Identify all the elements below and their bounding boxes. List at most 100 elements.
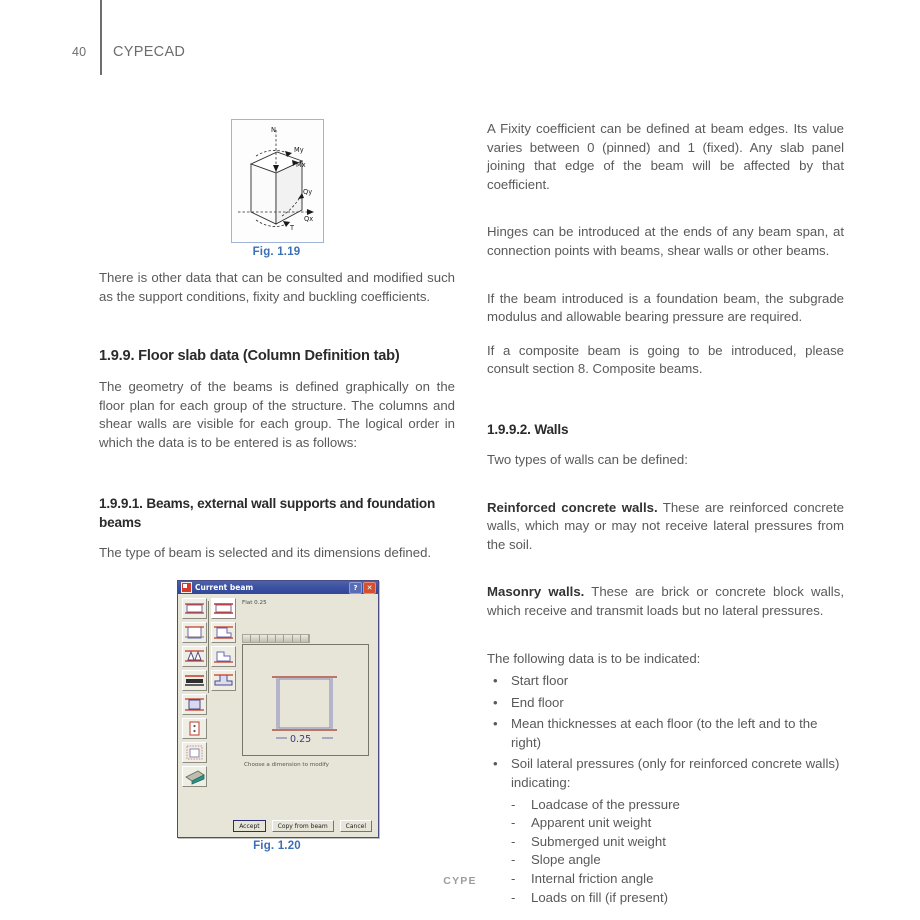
beam-section-drawing[interactable]: 0.25 xyxy=(242,644,369,756)
left-paragraph-1: There is other data that can be consulte… xyxy=(99,270,455,304)
list-item-label: End floor xyxy=(511,694,564,710)
dash-marker: - xyxy=(511,852,516,868)
beam-type-steel-button[interactable] xyxy=(182,670,207,691)
dash-marker: - xyxy=(511,871,516,887)
list-item-label: Submerged unit weight xyxy=(531,833,666,849)
footer-brand: CYPE xyxy=(443,875,477,887)
beam-type-inverted-t-button[interactable] xyxy=(211,670,236,691)
header-divider xyxy=(100,0,102,75)
figure-1-19-caption: Fig. 1.19 xyxy=(252,246,301,258)
beam-type-triangular-button[interactable] xyxy=(182,646,207,667)
label-Mx: Mx xyxy=(296,161,306,169)
page-number: 40 xyxy=(72,45,87,59)
list-item: • Start floor xyxy=(487,672,844,691)
beam-type-label: Flat 0.25 xyxy=(242,600,267,606)
rc-walls-text: These are reinforced concrete walls, whi… xyxy=(487,499,844,552)
palette-column-left xyxy=(182,598,207,790)
cancel-button[interactable]: Cancel xyxy=(339,820,372,832)
list-item-label: Slope angle xyxy=(531,852,601,868)
copy-from-beam-button[interactable]: Copy from beam xyxy=(271,820,334,832)
dialog-title: Current beam xyxy=(195,583,254,592)
toolbar-icon-6[interactable] xyxy=(284,635,293,642)
list-item: -Slope angle xyxy=(487,851,844,870)
wall-data-bullet-list: • Start floor • End floor • Mean thicknesse… xyxy=(487,672,844,793)
beam-type-l-shape-button[interactable] xyxy=(211,622,236,643)
masonry-walls-text: These are brick or concrete block walls,… xyxy=(487,584,844,618)
figure-1-20-caption: Fig. 1.20 xyxy=(253,840,301,852)
page-header: 40 CYPECAD xyxy=(0,0,920,95)
list-item: -Loadcase of the pressure xyxy=(487,796,844,815)
dialog-body: Flat 0.25 xyxy=(178,594,378,836)
force-diagram: N My Mx Qy Qx T xyxy=(238,126,314,232)
list-item: • Soil lateral pressures (only for reinfo… xyxy=(487,755,844,792)
help-button[interactable]: ? xyxy=(349,581,362,594)
list-item-label: Start floor xyxy=(511,673,569,689)
list-item-label: Mean thicknesses at each floor (to the l… xyxy=(511,716,818,750)
bullet-marker: • xyxy=(493,673,498,689)
list-item: -Loads on fill (if present) xyxy=(487,889,844,908)
beam-type-dropped-button[interactable] xyxy=(182,622,207,643)
bullet-marker: • xyxy=(493,716,498,732)
list-item-label: Soil lateral pressures (only for reinfor… xyxy=(511,756,840,791)
right-paragraph-6: The following data is to be indicated: xyxy=(487,650,701,666)
rc-walls-lead: Reinforced concrete walls. xyxy=(487,499,658,515)
preview-toolbar[interactable] xyxy=(242,634,310,643)
list-item: -Internal friction angle xyxy=(487,870,844,889)
label-T: T xyxy=(289,224,295,232)
dash-marker: - xyxy=(511,815,516,831)
beam-type-step-button[interactable] xyxy=(211,646,236,667)
accept-button[interactable]: Accept xyxy=(233,820,266,832)
beam-type-composite-button[interactable] xyxy=(182,694,207,715)
label-Qx: Qx xyxy=(304,215,313,223)
left-paragraph-2: The geometry of the beams is defined gra… xyxy=(99,379,455,450)
list-item: -Submerged unit weight xyxy=(487,833,844,852)
dialog-titlebar-buttons: ? ✕ xyxy=(349,581,376,594)
heading-1-9-9: 1.9.9. Floor slab data (Column Definitio… xyxy=(99,348,400,365)
reinforced-concrete-walls-paragraph: Reinforced concrete walls. These are rei… xyxy=(487,499,844,555)
dialog-hint-text: Choose a dimension to modify xyxy=(244,762,329,768)
toolbar-icon-1[interactable] xyxy=(243,635,252,642)
label-Qy: Qy xyxy=(303,188,312,196)
beam-type-flat-selected-button[interactable] xyxy=(211,598,236,619)
right-paragraph-5: Two types of walls can be defined: xyxy=(487,451,688,467)
beam-type-flat-button[interactable] xyxy=(182,598,207,619)
dash-marker: - xyxy=(511,796,516,812)
application-icon xyxy=(181,582,192,593)
left-paragraph-3: The type of beam is selected and its dim… xyxy=(99,544,432,560)
right-text-column: A Fixity coefficient can be defined at b… xyxy=(487,120,844,907)
palette-brace xyxy=(208,601,212,693)
right-paragraph-4: If a composite beam is going to be intro… xyxy=(487,342,844,377)
bullet-marker: • xyxy=(493,756,498,772)
toolbar-icon-3[interactable] xyxy=(259,635,268,642)
right-paragraph-1: A Fixity coefficient can be defined at b… xyxy=(487,121,844,192)
beam-preview-panel: Flat 0.25 xyxy=(238,598,374,618)
dimension-value: 0.25 xyxy=(290,734,311,745)
label-N: N xyxy=(271,126,276,134)
dialog-titlebar[interactable]: Current beam ? ✕ xyxy=(178,581,378,594)
masonry-walls-paragraph: Masonry walls. These are brick or concre… xyxy=(487,583,844,620)
toolbar-icon-4[interactable] xyxy=(267,635,276,642)
toolbar-icon-8[interactable] xyxy=(300,635,309,642)
dialog-footer: Accept Copy from beam Cancel xyxy=(178,820,378,832)
close-icon[interactable]: ✕ xyxy=(363,581,376,594)
toolbar-icon-5[interactable] xyxy=(276,635,285,642)
beam-print-button[interactable] xyxy=(182,766,207,787)
beam-type-wall-support-button[interactable] xyxy=(182,718,207,739)
list-item-label: Apparent unit weight xyxy=(531,815,652,831)
list-item: • Mean thicknesses at each floor (to the … xyxy=(487,715,844,752)
beam-type-foundation-button[interactable] xyxy=(182,742,207,763)
right-paragraph-3: If the beam introduced is a foundation b… xyxy=(487,290,844,325)
header-title: CYPECAD xyxy=(113,44,186,60)
palette-column-right xyxy=(211,598,236,694)
list-item-label: Loads on fill (if present) xyxy=(531,889,669,905)
heading-1-9-9-2: 1.9.9.2. Walls xyxy=(487,421,569,437)
bullet-marker: • xyxy=(493,694,498,710)
dash-marker: - xyxy=(511,889,516,905)
list-item: • End floor xyxy=(487,694,844,713)
toolbar-icon-7[interactable] xyxy=(292,635,301,642)
toolbar-icon-2[interactable] xyxy=(251,635,260,642)
current-beam-dialog[interactable]: Current beam ? ✕ xyxy=(177,580,379,838)
label-My: My xyxy=(294,146,304,154)
dash-marker: - xyxy=(511,833,516,849)
